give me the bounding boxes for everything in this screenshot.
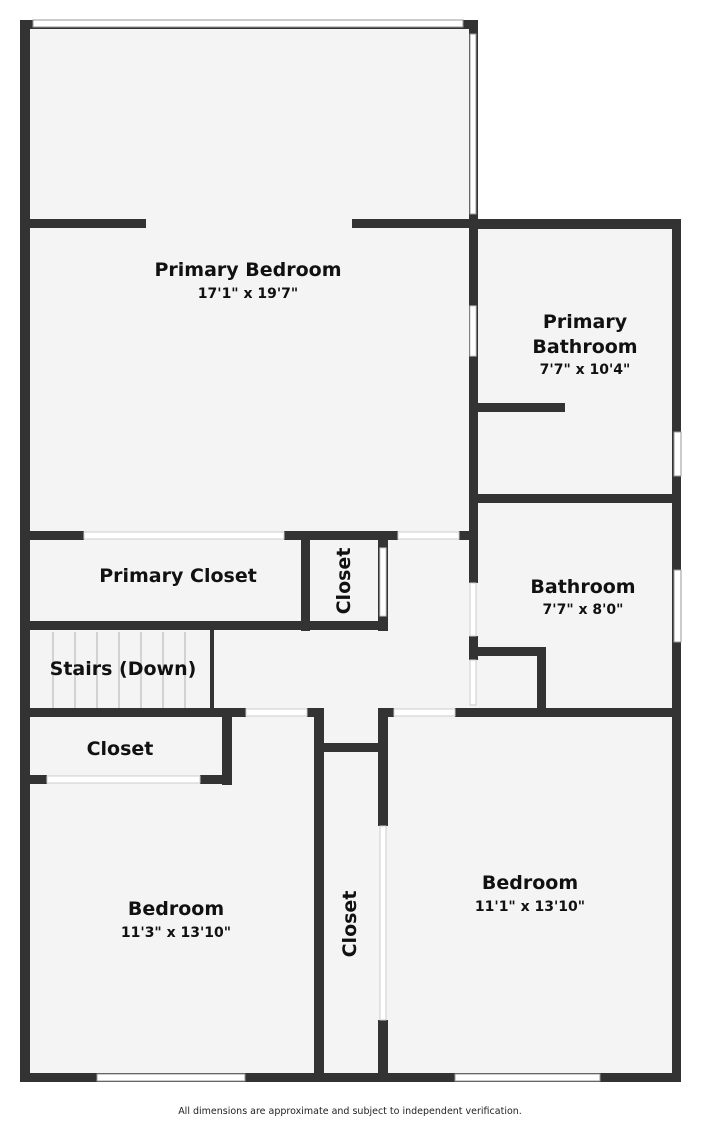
center-closet-label: Closet: [339, 891, 361, 958]
primary-bathroom-dims: 7'7" x 10'4": [540, 362, 631, 378]
primary-bathroom-label-line1: Primary: [543, 311, 628, 333]
disclaimer-text: All dimensions are approximate and subje…: [178, 1106, 522, 1117]
openings: [46, 305, 477, 1021]
stairs-label: Stairs (Down): [50, 658, 197, 680]
bathroom-dims: 7'7" x 8'0": [543, 602, 624, 618]
hall-closet-label: Closet: [333, 548, 355, 615]
upper-left-closet-label: Closet: [87, 738, 154, 760]
primary-bedroom-label: Primary Bedroom: [154, 259, 341, 281]
bedroom-left-label: Bedroom: [128, 898, 224, 920]
primary-closet-label: Primary Closet: [99, 565, 257, 587]
windows: [32, 19, 682, 1082]
bedroom-left-dims: 11'3" x 13'10": [121, 925, 231, 941]
stairs-treads: [52, 632, 186, 708]
bathroom-label: Bathroom: [530, 576, 635, 598]
primary-bathroom-label-line2: Bathroom: [532, 336, 637, 358]
primary-bedroom-dims: 17'1" x 19'7": [198, 286, 298, 302]
bedroom-right-dims: 11'1" x 13'10": [475, 899, 585, 915]
bedroom-right-label: Bedroom: [482, 872, 578, 894]
floor: [20, 20, 680, 1082]
